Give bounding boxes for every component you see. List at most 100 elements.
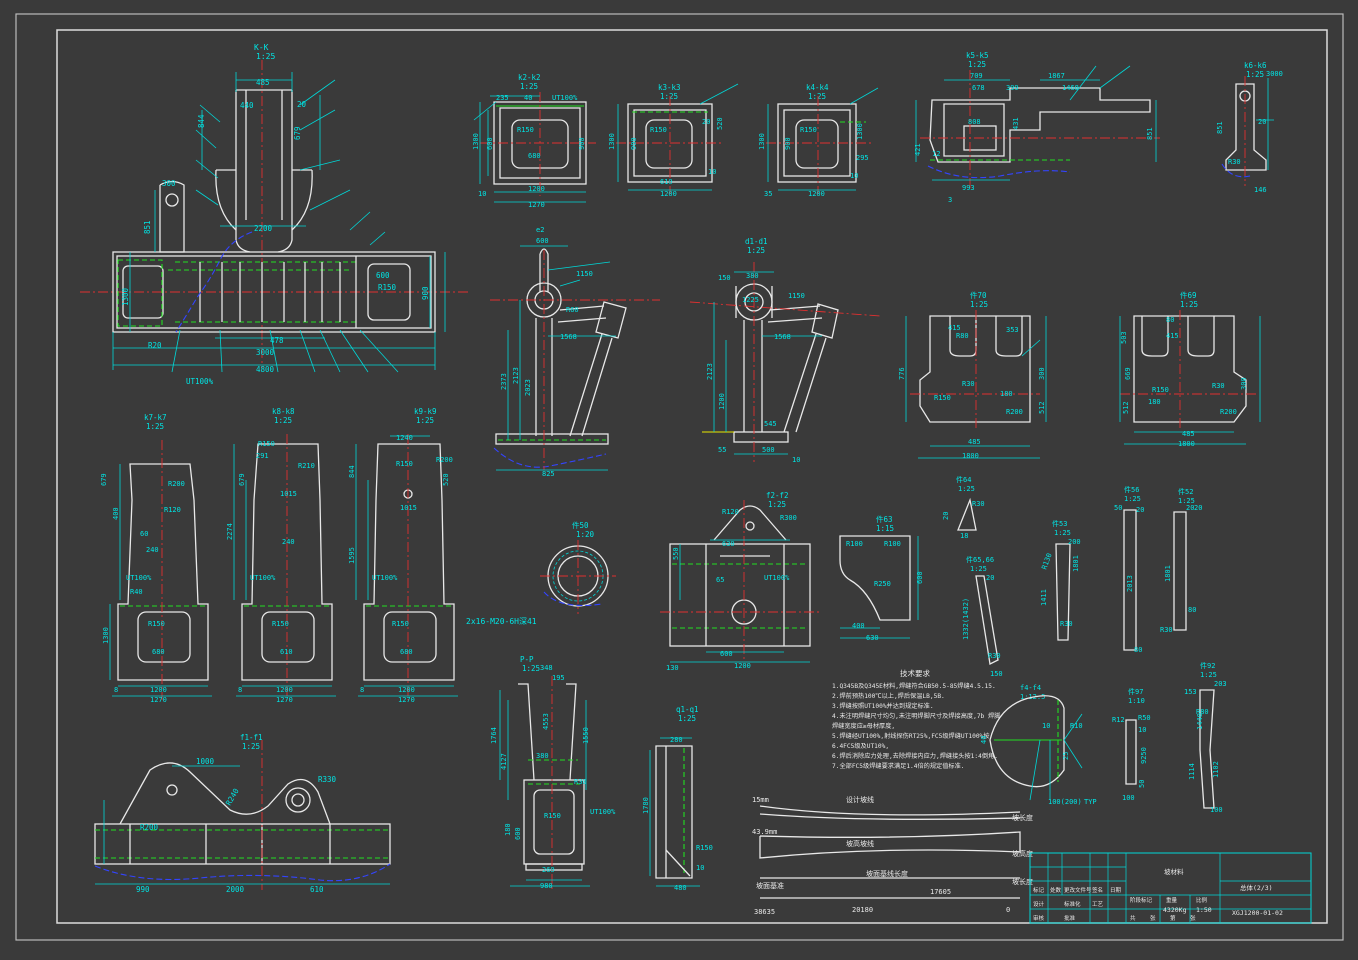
dimension-label: 1:25 <box>274 416 292 425</box>
dimension-label: f2-f2 <box>766 491 789 500</box>
dimension-label: R30 <box>962 380 975 388</box>
dimension-label: 10 <box>792 456 800 464</box>
dimension-label: 600 <box>720 650 733 658</box>
dimension-label: 坡高度 <box>1012 849 1033 858</box>
dimension-label: 10 <box>696 864 704 872</box>
dimension-label: 标准化 <box>1064 900 1081 908</box>
dimension-label: 291 <box>256 452 269 460</box>
dimension-label: 180 <box>1000 390 1013 398</box>
dimension-label: 1:25 <box>146 422 164 431</box>
dimension-label: 1:25 <box>970 565 987 573</box>
dimension-label: 10 <box>478 190 486 198</box>
dimension-label: 1300 <box>758 133 766 150</box>
dimension-label: 2373 <box>500 373 508 390</box>
inner-frame <box>56 29 1328 924</box>
dimension-label: 146 <box>1254 186 1267 194</box>
dimension-label: R40 <box>130 588 143 596</box>
dimension-label: 坡高坡线 <box>846 839 874 848</box>
view-k2: k2-k2 1:25 235 40 R150 680 1200 1270 130… <box>472 73 596 209</box>
dimension-label: 1468 <box>1062 84 1079 92</box>
dimension-label: 20 <box>1136 506 1144 514</box>
dimension-label: R30 <box>972 500 985 508</box>
dimension-label: 1:25 <box>958 485 975 493</box>
dimension-label: 2013 <box>1126 575 1134 592</box>
dimension-label: 1440 <box>1196 713 1204 730</box>
dimension-label: d1-d1 <box>745 237 768 246</box>
dimension-label: 坡长度 <box>1012 813 1033 822</box>
dimension-label: R60 <box>566 306 579 314</box>
dimension-label: 1:25 <box>808 92 826 101</box>
view-k7: k7-k7 1:25 679 R200 R120 60 240 400 1300… <box>100 413 212 704</box>
dimension-label: 669 <box>1124 367 1132 380</box>
dimension-label: f1-f1 <box>240 733 263 742</box>
dimension-label: 100 <box>1122 794 1135 802</box>
view-k6: k6-k6 1:25 3000 851 20 R30 146 <box>1216 61 1283 194</box>
dimension-label: R100 <box>846 540 863 548</box>
dimension-label: 1:25 <box>1054 529 1071 537</box>
dimension-label: 80 <box>1166 316 1174 324</box>
dimension-label: 851 <box>1146 127 1154 140</box>
dimension-label: 件53 <box>1052 519 1067 528</box>
dimension-label: R50 <box>1138 714 1151 722</box>
dimension-label: 709 <box>970 72 983 80</box>
dimension-label: 1300 <box>121 287 130 306</box>
dimension-label: UT100% <box>552 94 578 102</box>
view-f1: f1-f1 1:25 1000 R330 R240 R200 990 2000 … <box>94 733 391 894</box>
title-block: 标记 处数 更改文件号 签名 日期 设计 标准化 审核 批准 工艺 阶段标记 重… <box>1029 852 1312 924</box>
dimension-label: 17605 <box>930 888 951 896</box>
dimension-label: 610 <box>310 885 324 894</box>
dimension-label: 1200 <box>660 190 677 198</box>
dimension-label: R150 <box>148 620 165 628</box>
dimension-label: 40 <box>524 94 532 102</box>
dimension-label: 2x16-M20-6H深41 <box>466 617 537 626</box>
dimension-label: 1595 <box>348 547 356 564</box>
dimension-label: R150 <box>934 394 951 402</box>
dimension-label: 1240 <box>396 434 413 442</box>
part-97: 件97 1:10 R12 R50 10 9250 100 50 <box>1112 687 1151 802</box>
dimension-label: R150 <box>650 126 667 134</box>
dimension-label: 180 <box>1148 398 1161 406</box>
dimension-label: 1:25 <box>520 82 538 91</box>
dimension-label: R30 <box>574 778 587 786</box>
dimension-label: R210 <box>298 462 315 470</box>
part-53: 件53 1:25 200 R130 1411 1801 R30 <box>1040 519 1081 641</box>
dimension-label: k4-k4 <box>806 83 829 92</box>
dimension-label: 600 <box>486 137 494 150</box>
dimension-label: 3000 <box>256 348 275 357</box>
dimension-label: 900 <box>578 137 586 150</box>
dimension-label: 件97 <box>1128 687 1143 696</box>
dimension-label: 60 <box>140 530 148 538</box>
dimension-label: k7-k7 <box>144 413 167 422</box>
dimension-label: 1:25 <box>1178 497 1195 505</box>
dimension-label: k6-k6 <box>1244 61 1267 70</box>
dimension-label: 900 <box>630 137 638 150</box>
dimension-label: 12 <box>932 150 940 158</box>
dimension-label: 批准 <box>1064 914 1076 922</box>
dimension-label: 9250 <box>1140 747 1148 764</box>
dimension-label: R330 <box>318 775 337 784</box>
dimension-label: 600 <box>916 571 924 584</box>
dimension-label: 630 <box>866 634 879 642</box>
view-e: e2 600 1150 1568 2123 2373 2023 825 R60 <box>490 226 660 478</box>
dimension-label: 1200 <box>150 686 167 694</box>
dimension-label: 1225 <box>742 296 759 304</box>
dimension-label: 件52 <box>1178 487 1193 496</box>
view-kk-scale: 1:25 <box>256 52 275 61</box>
dimension-label: 678 <box>972 84 985 92</box>
dimension-label: 65 <box>716 576 724 584</box>
dimension-label: 1200 <box>808 190 825 198</box>
dimension-label: 235 <box>496 94 509 102</box>
view-kk: K-K 1:25 <box>80 43 470 386</box>
view-k5: k5-k5 1:25 709 678 1867 1468 399 431 808… <box>914 51 1160 204</box>
dimension-label: 件65,66 <box>966 555 994 564</box>
part-52: 件52 1:25 20 20 1801 80 R30 <box>1160 487 1202 634</box>
dimension-label: 1150 <box>576 270 593 278</box>
part-56: 件56 1:25 50 20 2013 80 <box>1114 485 1144 654</box>
dimension-label: 35 <box>764 190 772 198</box>
dimension-label: 15mm <box>752 796 769 804</box>
dimension-label: 1:10 <box>1128 697 1145 705</box>
dimension-label: 1114 <box>1188 763 1196 780</box>
view-k4: k4-k4 1:25 R150 1300 900 1300 35 295 10 … <box>758 83 879 198</box>
note-line: 5.焊缝经UT100%,射线探伤RT25%,FC5级焊缝UT100%按 <box>832 732 989 740</box>
dimension-label: 1270 <box>276 696 293 704</box>
